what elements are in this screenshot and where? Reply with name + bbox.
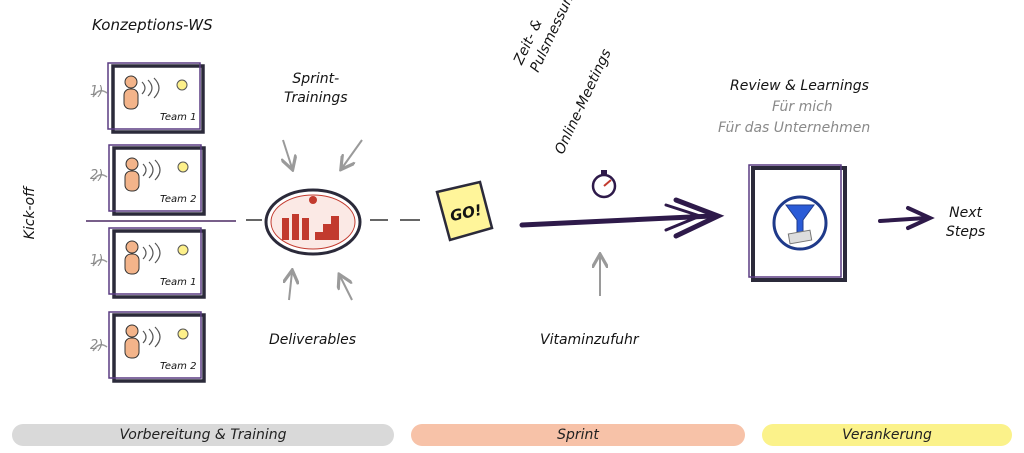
phase-bar-vorbereitung: Vorbereitung & Training: [12, 424, 394, 446]
arrow-in-1: [283, 139, 292, 168]
person-bulb-icon-2: [124, 157, 189, 192]
review-frame: [748, 164, 847, 282]
workshop-team-4: Team 2: [160, 361, 197, 372]
deliverables-label: Deliverables: [269, 332, 357, 348]
person-bulb-icon-3: [124, 240, 189, 275]
workshop-team-3: Team 1: [160, 277, 197, 288]
konzeptions-ws-label: Konzeptions-WS: [92, 16, 213, 34]
workshop-number-3: 1): [90, 253, 104, 268]
phase-bar-verankerung: Verankerung: [762, 424, 1012, 446]
funnel-icon: [772, 195, 828, 251]
person-bulb-icon-1: [123, 75, 188, 110]
arrow-frame-1: [92, 90, 108, 98]
fuer-mich-label: Für mich: [772, 99, 833, 115]
sprint-trainings-label: Sprint- Trainings: [284, 71, 348, 106]
sprint-arrow: [519, 197, 725, 239]
review-learnings-label: Review & Learnings: [730, 78, 869, 94]
workshop-number-4: 2): [90, 338, 104, 353]
person-bulb-icon-4: [124, 324, 189, 359]
fuer-unternehmen-label: Für das Unternehmen: [718, 120, 871, 136]
arrow-in-2: [342, 139, 363, 168]
arrow-frame-3: [92, 259, 108, 267]
sprint-training-icon: [264, 188, 362, 256]
workshop-team-1: Team 1: [160, 112, 197, 123]
stopwatch-icon: [591, 170, 617, 199]
arrow-frame-2: [92, 174, 108, 182]
arrow-in-3: [289, 272, 292, 301]
arrow-in-4: [340, 276, 353, 301]
workshop-number-2: 2): [90, 168, 104, 183]
workshop-team-2: Team 2: [160, 194, 197, 205]
next-steps-arrow: [878, 206, 935, 230]
go-sticky-note: [435, 180, 494, 242]
vitaminzufuhr-label: Vitaminzufuhr: [540, 332, 639, 348]
kickoff-label: Kick-off: [22, 186, 38, 240]
next-steps-label: Next Steps: [946, 205, 986, 240]
workshop-number-1: 1): [90, 84, 104, 99]
phase-bar-sprint: Sprint: [411, 424, 745, 446]
arrow-frame-4: [92, 344, 108, 352]
